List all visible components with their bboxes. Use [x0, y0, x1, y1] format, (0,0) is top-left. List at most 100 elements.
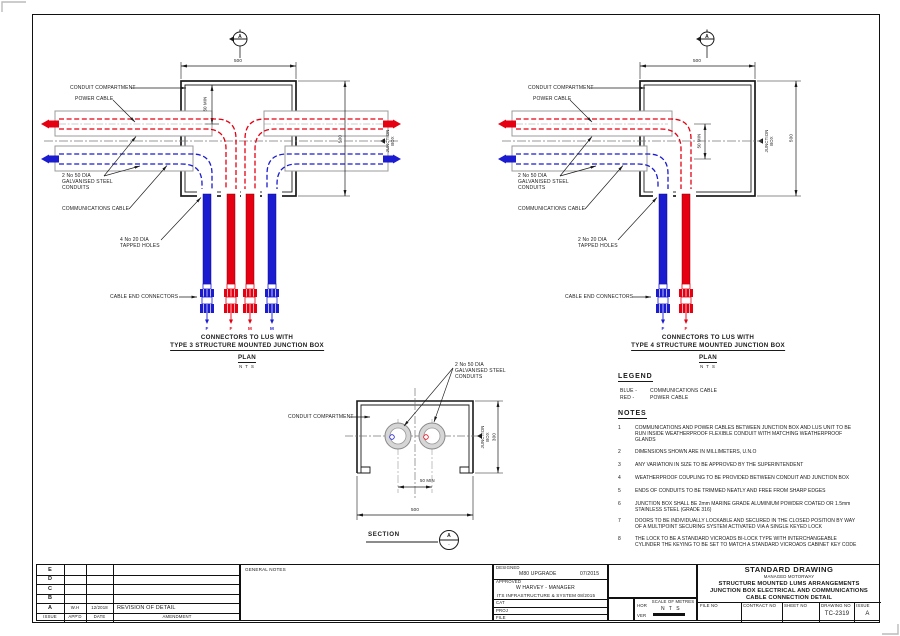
- hor-label: HOR: [637, 603, 647, 608]
- t4-connector-letter-1: F: [661, 326, 665, 331]
- t3-conduit-compartment-label: CONDUIT COMPARTMENT: [70, 85, 136, 91]
- t3-connector-letter-1: F: [205, 326, 209, 331]
- conduit-sections: [384, 422, 446, 450]
- t4-dim-height: 500: [788, 133, 794, 143]
- approved-label: APPROVED: [496, 579, 522, 584]
- revision-header-appd: APP'D: [68, 614, 82, 619]
- t4-power-cable-label: POWER CABLE: [533, 96, 572, 102]
- t3-connector-letter-3: M: [248, 326, 252, 331]
- file-no-label: FILE NO: [700, 602, 718, 608]
- t3-plan-label: PLAN: [237, 354, 257, 363]
- scale-title: SCALE OF METRES: [651, 599, 695, 604]
- revision-header-issue: ISSUE: [43, 614, 57, 619]
- t4-comms-cable-label: COMMUNICATIONS CABLE: [518, 206, 586, 212]
- note-text: THE LOCK TO BE A STANDARD VICROADS BI-LO…: [635, 536, 857, 549]
- sec-title: SECTION: [368, 531, 400, 538]
- revision-amendment: REVISION OF DETAIL: [117, 604, 176, 611]
- scale-value: N T S: [660, 605, 682, 612]
- note-number: 6: [618, 501, 621, 507]
- org-subtitle: MANAGED MOTORWAY: [763, 574, 815, 579]
- comms-cables: [59, 153, 383, 194]
- power-cables: [59, 118, 383, 194]
- approved-org: ITS INFRASTRUCTURE & SYSTEM 08/2015: [497, 592, 596, 598]
- t3-power-cable-label: POWER CABLE: [75, 96, 114, 102]
- revision-issue: E: [48, 566, 52, 573]
- legend-key-red: RED -: [620, 395, 635, 401]
- t4-title-line2: TYPE 4 STRUCTURE MOUNTED JUNCTION BOX: [631, 342, 785, 351]
- designed-approved-block: DESIGNED M80 UPGRADE 07/2015 APPROVED W …: [493, 564, 609, 621]
- section-title-marker: [366, 530, 459, 550]
- sec-dim-width: 500: [410, 507, 420, 512]
- section-detail: [345, 367, 503, 550]
- t3-cable-end-connectors-label: CABLE END CONNECTORS: [110, 294, 179, 300]
- blank-box: [608, 564, 697, 598]
- legend-value-blue: COMMUNICATIONS CABLE: [650, 388, 718, 394]
- centerlines: [345, 388, 480, 500]
- note-item: 8 THE LOCK TO BE A STANDARD VICROADS BI-L…: [618, 536, 862, 548]
- t4-nts-label: N T S: [700, 364, 716, 369]
- t3-junction-box-label: JUNCTION BOX: [385, 129, 395, 153]
- t4-plan-label: PLAN: [698, 354, 718, 363]
- note-text: DOORS TO BE INDIVIDUALLY LOCKABLE AND SE…: [635, 518, 855, 531]
- sec-dim-min: 50 MIN: [420, 478, 435, 483]
- steel-conduits: [511, 110, 673, 172]
- t4-conduits-label: 2 No 50 DIA GALVANISED STEEL CONDUITS: [518, 173, 569, 192]
- dimensions: [180, 62, 385, 197]
- note-number: 3: [618, 462, 621, 468]
- note-text: ANY VARIATION IN SIZE TO BE APPROVED BY …: [635, 462, 804, 468]
- t4-conduit-compartment-label: CONDUIT COMPARTMENT: [528, 85, 594, 91]
- general-notes-box: GENERAL NOTES: [240, 564, 493, 621]
- file-label: FILE: [496, 615, 506, 620]
- revision-issue: C: [47, 585, 53, 592]
- designed-label: DESIGNED: [496, 565, 520, 570]
- cat-label: CAT: [496, 599, 505, 605]
- drawing-title-2: JUNCTION BOX ELECTRICAL AND COMMUNICATIO…: [710, 588, 868, 594]
- power-cables: [516, 118, 692, 194]
- note-text: DIMENSIONS SHOWN ARE IN MILLIMETERS, U.N…: [635, 449, 757, 455]
- t4-dim-width: 500: [692, 58, 702, 63]
- cable-end-arrows: [498, 119, 516, 164]
- centerlines: [502, 123, 762, 142]
- designed-date: 07/2015: [580, 571, 600, 577]
- leader-lines: [559, 86, 658, 299]
- designed-value: M80 UPGRADE: [519, 571, 557, 577]
- t3-section-marker-letter: A: [238, 33, 242, 40]
- sheet-no-label: SHEET NO: [784, 602, 808, 608]
- revision-header-date: DATE: [93, 614, 106, 619]
- revision-issue: B: [47, 595, 53, 601]
- t3-conduits-label: 2 No 50 DIA GALVANISED STEEL CONDUITS: [62, 173, 113, 192]
- drawing-no-value: TC-2319: [824, 611, 850, 617]
- cable-end-connector-symbols: [200, 283, 279, 324]
- t4-dim-min: 50 MIN: [696, 133, 702, 149]
- t3-nts-label: N T S: [239, 364, 255, 369]
- t3-comms-cable-label: COMMUNICATIONS CABLE: [62, 206, 130, 212]
- note-number: 5: [618, 488, 621, 494]
- note-text: COMMUNICATIONS AND POWER CABLES BETWEEN …: [635, 425, 852, 444]
- org-title: STANDARD DRAWING: [744, 564, 834, 574]
- revision-issue: A: [47, 604, 53, 611]
- steel-conduits: [54, 110, 389, 172]
- sec-conduit-compartment-label: CONDUIT COMPARTMENT: [288, 414, 354, 420]
- drawing-title-1: STRUCTURE MOUNTED LUMS ARRANGEMENTS: [718, 580, 860, 587]
- sheet-frame: [32, 14, 880, 623]
- sec-marker-sub: -: [448, 542, 450, 547]
- legend-key-blue: BLUE -: [620, 388, 638, 394]
- t4-title-line1: CONNECTORS TO LUS WITH: [661, 334, 755, 341]
- ver-label: VER: [637, 613, 647, 618]
- note-number: 2: [618, 449, 621, 455]
- contract-no-label: CONTRACT NO: [743, 602, 777, 608]
- approved-name: W HARVEY - MANAGER: [516, 585, 575, 591]
- sec-dim-height: 300: [491, 432, 497, 442]
- cable-end-arrows: [41, 119, 401, 164]
- revision-header-amendment: AMENDMENT: [162, 614, 192, 619]
- note-number: 8: [618, 536, 621, 542]
- type3-diagram: [41, 29, 401, 324]
- t3-dim-min: 50 MIN: [202, 96, 208, 112]
- leader-lines: [103, 86, 202, 299]
- revision-date: 12/2018: [91, 605, 108, 610]
